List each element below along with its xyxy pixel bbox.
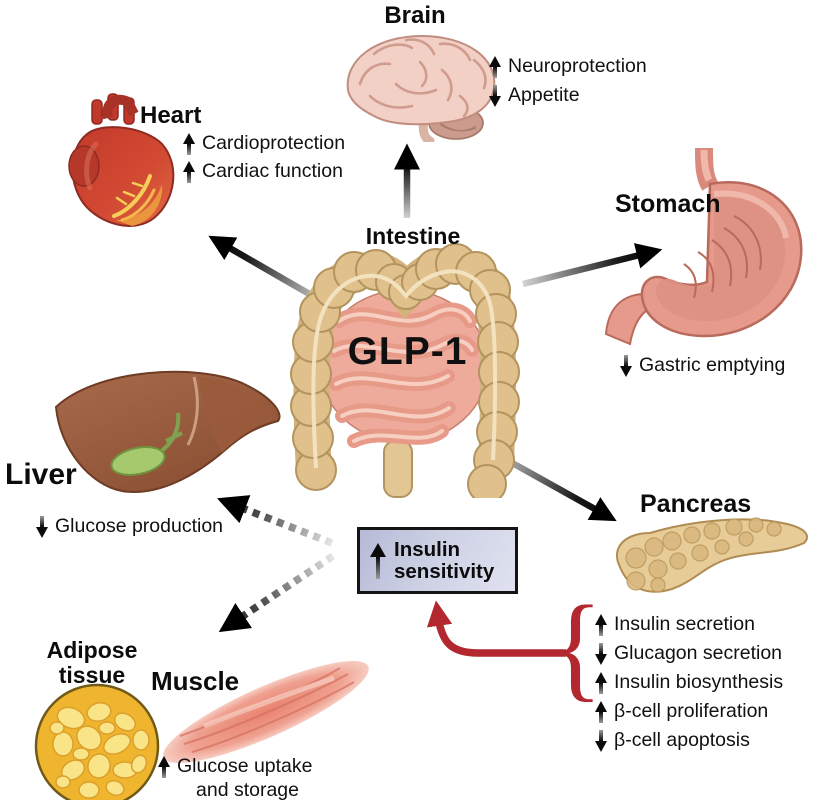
stomach-title: Stomach: [615, 190, 721, 218]
liver-title: Liver: [5, 458, 77, 491]
intestine-title: Intestine: [365, 223, 461, 249]
effect-label: Glucose production: [55, 515, 224, 537]
pancreas-effect-beta-cell-apoptosis: β-cell apoptosis: [594, 729, 750, 752]
muscle-effect-glucose-uptake-line2: and storage: [196, 779, 299, 800]
liver-effect-glucose-production: Glucose production: [35, 515, 223, 538]
red-arrow-pancreas-to-insulin-sensitivity: [426, 600, 566, 657]
pancreas-effect-insulin-secretion: Insulin secretion: [594, 613, 755, 636]
dashed-arrow-to-liver: [217, 495, 334, 547]
up-arrow-icon: [594, 671, 608, 694]
muscle-effect-glucose-uptake: Glucose uptake: [157, 755, 313, 778]
down-arrow-icon: [594, 729, 608, 752]
down-arrow-icon: [35, 515, 49, 538]
up-arrow-icon: [182, 132, 196, 155]
adipose-title-line2: tissue: [58, 662, 126, 689]
up-arrow-icon: [369, 542, 387, 579]
adipose-tissue-title: Adipose tissue: [36, 637, 148, 689]
heart-title: Heart: [140, 102, 202, 129]
insulin-sensitivity-label: Insulin sensitivity: [394, 539, 494, 582]
up-arrow-icon: [594, 613, 608, 636]
stomach-effect-gastric-emptying: Gastric emptying: [619, 354, 785, 377]
brain-effect-appetite: Appetite: [488, 84, 580, 107]
down-arrow-icon: [619, 354, 633, 377]
adipose-tissue-illustration: [34, 683, 160, 800]
pancreas-illustration: [615, 517, 809, 593]
intestine-illustration: [290, 243, 520, 498]
stomach-illustration: [604, 147, 803, 346]
heart-effect-cardiac-function: Cardiac function: [182, 160, 343, 183]
heart-effect-cardioprotection: Cardioprotection: [182, 132, 345, 155]
effect-label: Insulin biosynthesis: [614, 671, 784, 693]
red-brace: {: [549, 581, 603, 712]
liver-illustration: [54, 370, 281, 493]
pancreas-effect-beta-cell-proliferation: β-cell proliferation: [594, 700, 768, 723]
brain-effect-neuroprotection: Neuroprotection: [488, 55, 647, 78]
adipose-title-line1: Adipose: [46, 637, 138, 663]
pancreas-effect-insulin-biosynthesis: Insulin biosynthesis: [594, 671, 783, 694]
effect-label: Glucagon secretion: [614, 642, 783, 664]
up-arrow-icon: [182, 160, 196, 183]
effect-label: Appetite: [508, 84, 580, 106]
effect-label: Insulin secretion: [614, 613, 755, 635]
effect-label: Glucose uptake: [177, 755, 313, 777]
arrow-intestine-to-stomach: [522, 243, 663, 288]
down-arrow-icon: [488, 84, 502, 107]
insulin-sensitivity-box: Insulin sensitivity: [357, 527, 518, 594]
up-arrow-icon: [594, 700, 608, 723]
effect-label: Gastric emptying: [639, 354, 786, 376]
muscle-title: Muscle: [151, 666, 240, 696]
heart-illustration: [68, 93, 175, 227]
pancreas-title: Pancreas: [640, 490, 752, 518]
dashed-arrow-to-muscle: [218, 552, 336, 633]
effect-label: Neuroprotection: [508, 55, 647, 77]
up-arrow-icon: [488, 55, 502, 78]
pancreas-effect-glucagon-secretion: Glucagon secretion: [594, 642, 782, 665]
insulin-sensitivity-line1: Insulin: [394, 538, 461, 562]
effect-label: β-cell apoptosis: [614, 729, 750, 751]
effect-label: and storage: [196, 779, 299, 800]
brain-title: Brain: [384, 2, 446, 29]
effect-label: Cardiac function: [202, 160, 343, 182]
effect-label: Cardioprotection: [202, 132, 346, 154]
muscle-illustration: [163, 661, 369, 763]
effect-label: β-cell proliferation: [614, 700, 769, 722]
insulin-sensitivity-line2: sensitivity: [394, 559, 495, 583]
brain-illustration: [346, 34, 496, 142]
down-arrow-icon: [594, 642, 608, 665]
arrow-intestine-to-heart: [208, 235, 327, 306]
up-arrow-icon: [157, 755, 171, 778]
glp1-hormone-label: GLP-1: [347, 330, 468, 373]
